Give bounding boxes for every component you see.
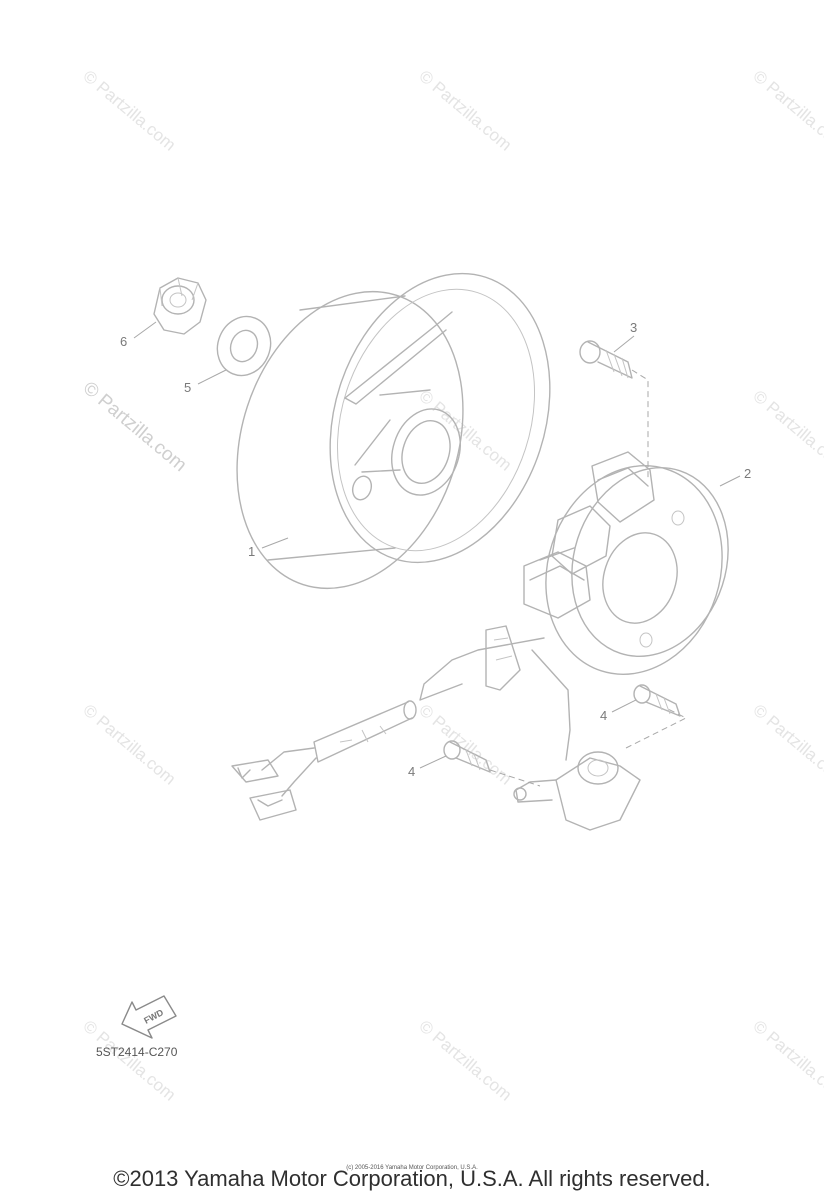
watermark: © Partzilla.com <box>415 387 515 475</box>
watermark: © Partzilla.com <box>415 1017 515 1105</box>
copyright-notice: ©2013 Yamaha Motor Corporation, U.S.A. A… <box>113 1166 711 1191</box>
washer-part <box>216 315 272 377</box>
rotor-part <box>236 272 551 590</box>
callout-6: 6 <box>120 334 127 349</box>
callout-3: 3 <box>630 320 637 335</box>
watermark: © Partzilla.com <box>79 67 179 155</box>
leader-lines <box>133 321 741 769</box>
watermark: © Partzilla.com <box>79 378 191 476</box>
callout-2: 2 <box>744 466 751 481</box>
screw-part <box>579 340 649 480</box>
watermarks: © Partzilla.com © Partzilla.com © Partzi… <box>79 67 824 1105</box>
diagram-code: 5ST2414-C270 <box>96 1045 178 1059</box>
watermark: © Partzilla.com <box>415 67 515 155</box>
pickup-coil-part <box>513 649 688 831</box>
watermark: © Partzilla.com <box>749 701 824 789</box>
watermark: © Partzilla.com <box>79 701 179 789</box>
watermark: © Partzilla.com <box>749 387 824 475</box>
watermark: © Partzilla.com <box>79 1017 179 1105</box>
screw-lower-part <box>443 740 541 787</box>
callout-5: 5 <box>184 380 191 395</box>
wire-harness <box>231 625 545 821</box>
watermark: © Partzilla.com <box>749 1017 824 1105</box>
watermark: © Partzilla.com <box>749 67 824 155</box>
callout-4-upper: 4 <box>600 708 607 723</box>
screw-upper-part <box>633 684 681 717</box>
nut-part <box>153 277 207 335</box>
small-copyright: (c) 2005-2016 Yamaha Motor Corporation, … <box>346 1165 478 1171</box>
callout-4-lower: 4 <box>408 764 415 779</box>
callout-1: 1 <box>248 544 255 559</box>
watermark: © Partzilla.com <box>415 701 515 789</box>
stator-part <box>523 451 729 675</box>
forward-arrow-icon: FWD <box>121 995 177 1039</box>
